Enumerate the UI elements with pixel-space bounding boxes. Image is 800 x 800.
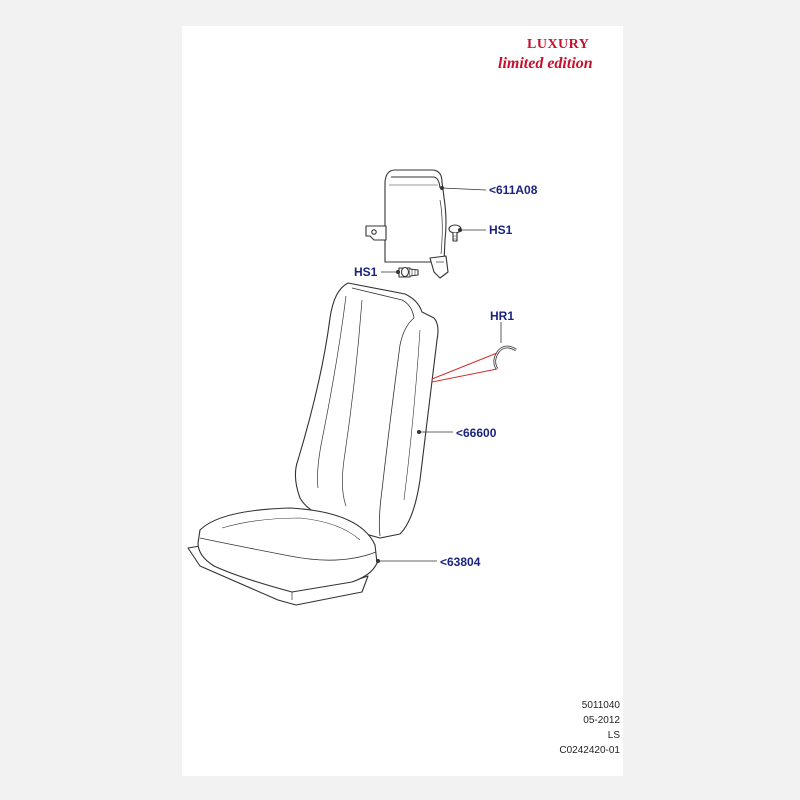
footer-date: 05-2012	[583, 715, 620, 726]
screw-hs1-left	[398, 266, 419, 278]
seat-cushion-part	[187, 507, 378, 606]
callout-cushion: <63804	[440, 555, 481, 569]
callout-ring: HR1	[490, 309, 515, 323]
backrest-part	[294, 282, 439, 539]
callout-screw-left: HS1	[354, 265, 378, 279]
screw-hs1-right	[448, 224, 462, 242]
brand-title: LUXURY	[527, 37, 590, 52]
red-leader-lines	[431, 352, 498, 383]
footer-model: LS	[607, 730, 620, 741]
ring-hr1	[493, 345, 517, 370]
callout-headrest: <611A08	[489, 183, 538, 197]
brand-subtitle: limited edition	[498, 55, 593, 72]
leader-lines	[375, 185, 502, 564]
footer-drawing-code: C0242420-01	[559, 745, 620, 756]
callout-screw-right: HS1	[489, 223, 513, 237]
diagram-footer: 5011040 05-2012 LS C0242420-01	[520, 698, 620, 758]
callout-backrest: <66600	[456, 426, 497, 440]
headrest-part	[365, 169, 449, 279]
footer-ref-number: 5011040	[581, 700, 620, 711]
